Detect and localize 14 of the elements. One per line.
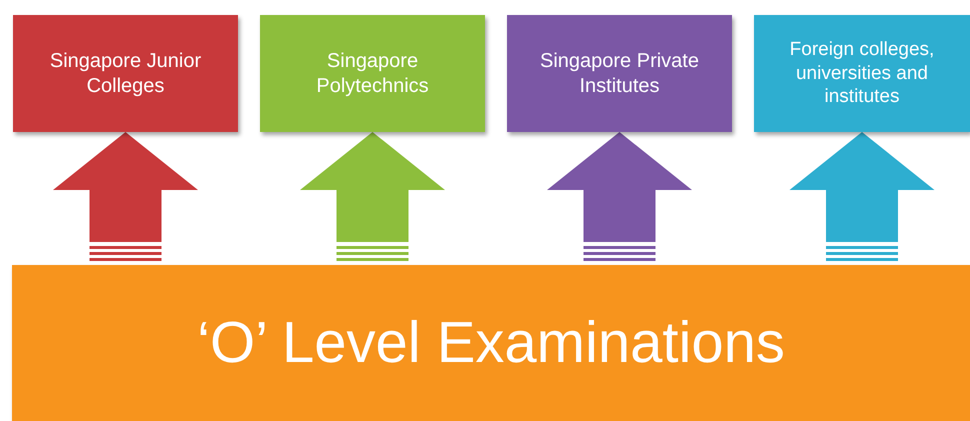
block-arrow xyxy=(547,132,692,261)
destination-box xyxy=(754,15,970,132)
node-label: Foreign colleges, universities and institutes xyxy=(788,38,936,110)
node-label: ‘O’ Level Examinations xyxy=(197,308,785,377)
destination-box xyxy=(507,15,732,132)
node-label: Singapore Junior Colleges xyxy=(48,48,202,98)
node-label: Singapore Polytechnics xyxy=(315,48,430,98)
base-band xyxy=(12,265,970,421)
destination-box xyxy=(260,15,485,132)
node-label: Singapore Private Institutes xyxy=(539,48,700,98)
block-arrow xyxy=(53,132,198,261)
block-arrow xyxy=(300,132,445,261)
destination-box xyxy=(13,15,238,132)
block-arrow xyxy=(790,132,934,261)
